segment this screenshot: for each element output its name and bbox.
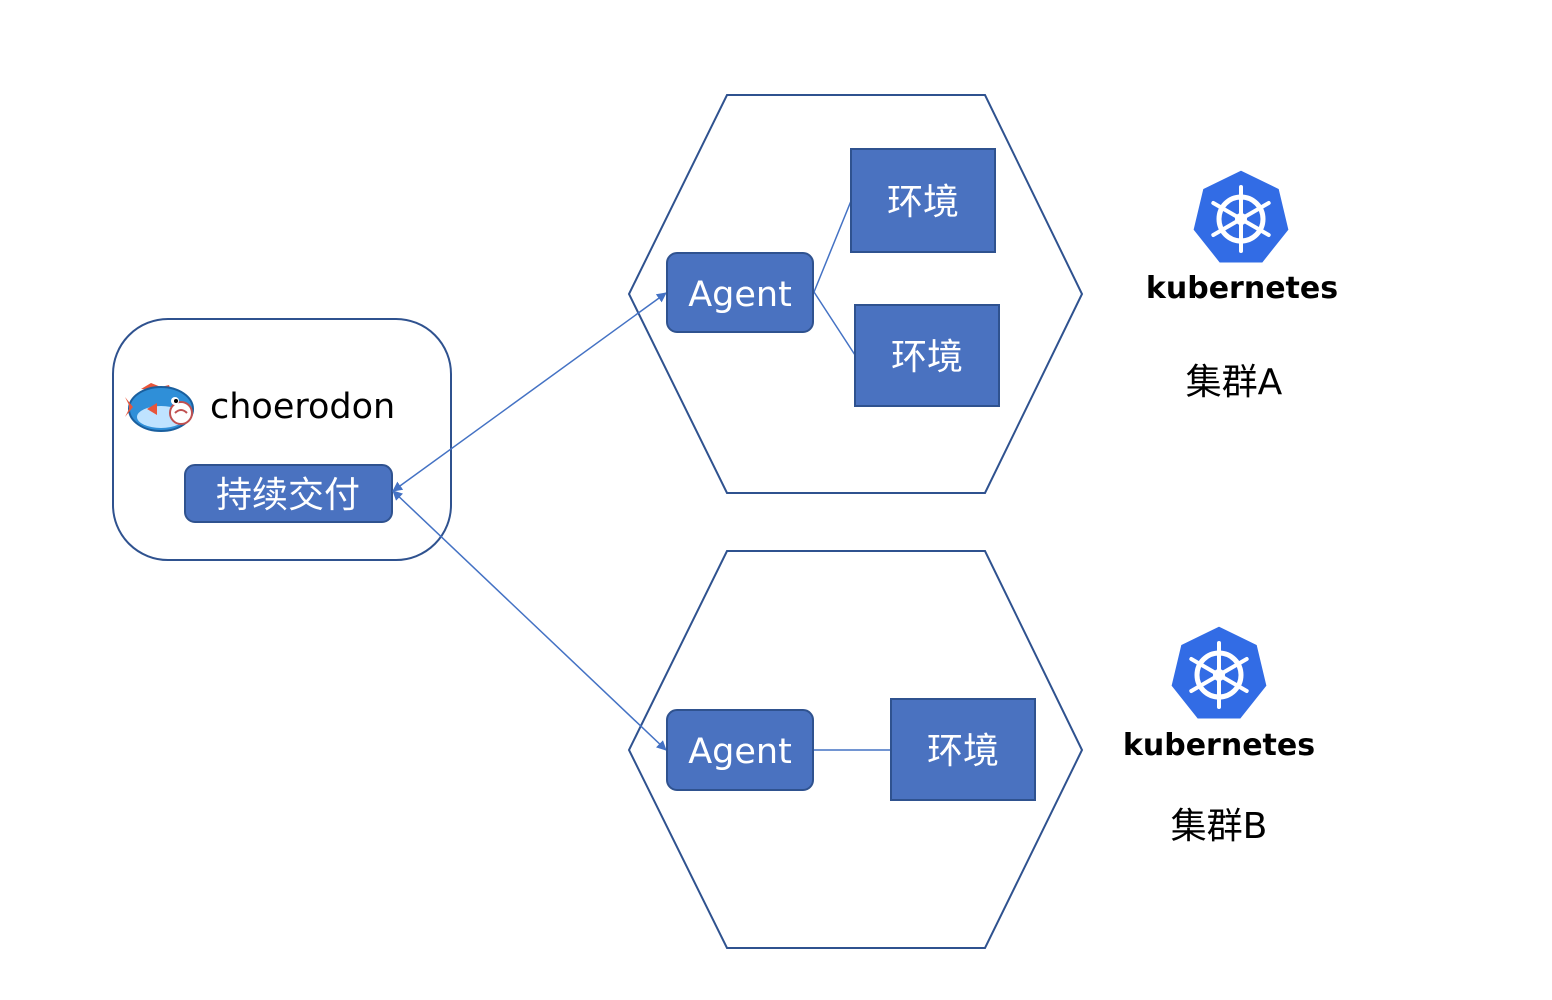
choerodon-brand: choerodon [210,387,395,427]
continuous-delivery-box: 持续交付 [184,464,393,523]
cluster-b-agent-box: Agent [666,709,814,791]
cluster-b-name: 集群B [1171,806,1268,847]
helm-wheel-icon [1190,167,1292,266]
choerodon-container [112,318,452,561]
cluster-a-agent-box: Agent [666,252,814,333]
connector-a-env2 [813,291,856,356]
helm-wheel-icon [1168,623,1270,722]
cluster-a-env-label-1: 环境 [887,182,959,223]
cluster-a-platform-label: kubernetes [1146,271,1338,306]
continuous-delivery-label: 持续交付 [216,475,360,516]
cluster-a-agent-label: Agent [688,275,792,315]
fish-icon [125,383,194,432]
cluster-b-env-label-1: 环境 [927,731,999,772]
cluster-a-env-label-2: 环境 [891,337,963,378]
arrow-delivery-agent-a [392,292,667,492]
arrow-delivery-agent-b [392,490,667,751]
cluster-b-agent-label: Agent [688,732,792,772]
cluster-a-name: 集群A [1186,362,1283,403]
connector-a-env1 [813,200,852,293]
cluster-b-platform-label: kubernetes [1123,728,1315,763]
cluster-a-env-box-1: 环境 [850,148,996,253]
cluster-a-env-box-2: 环境 [854,304,1000,407]
cluster-b-env-box-1: 环境 [890,698,1036,801]
